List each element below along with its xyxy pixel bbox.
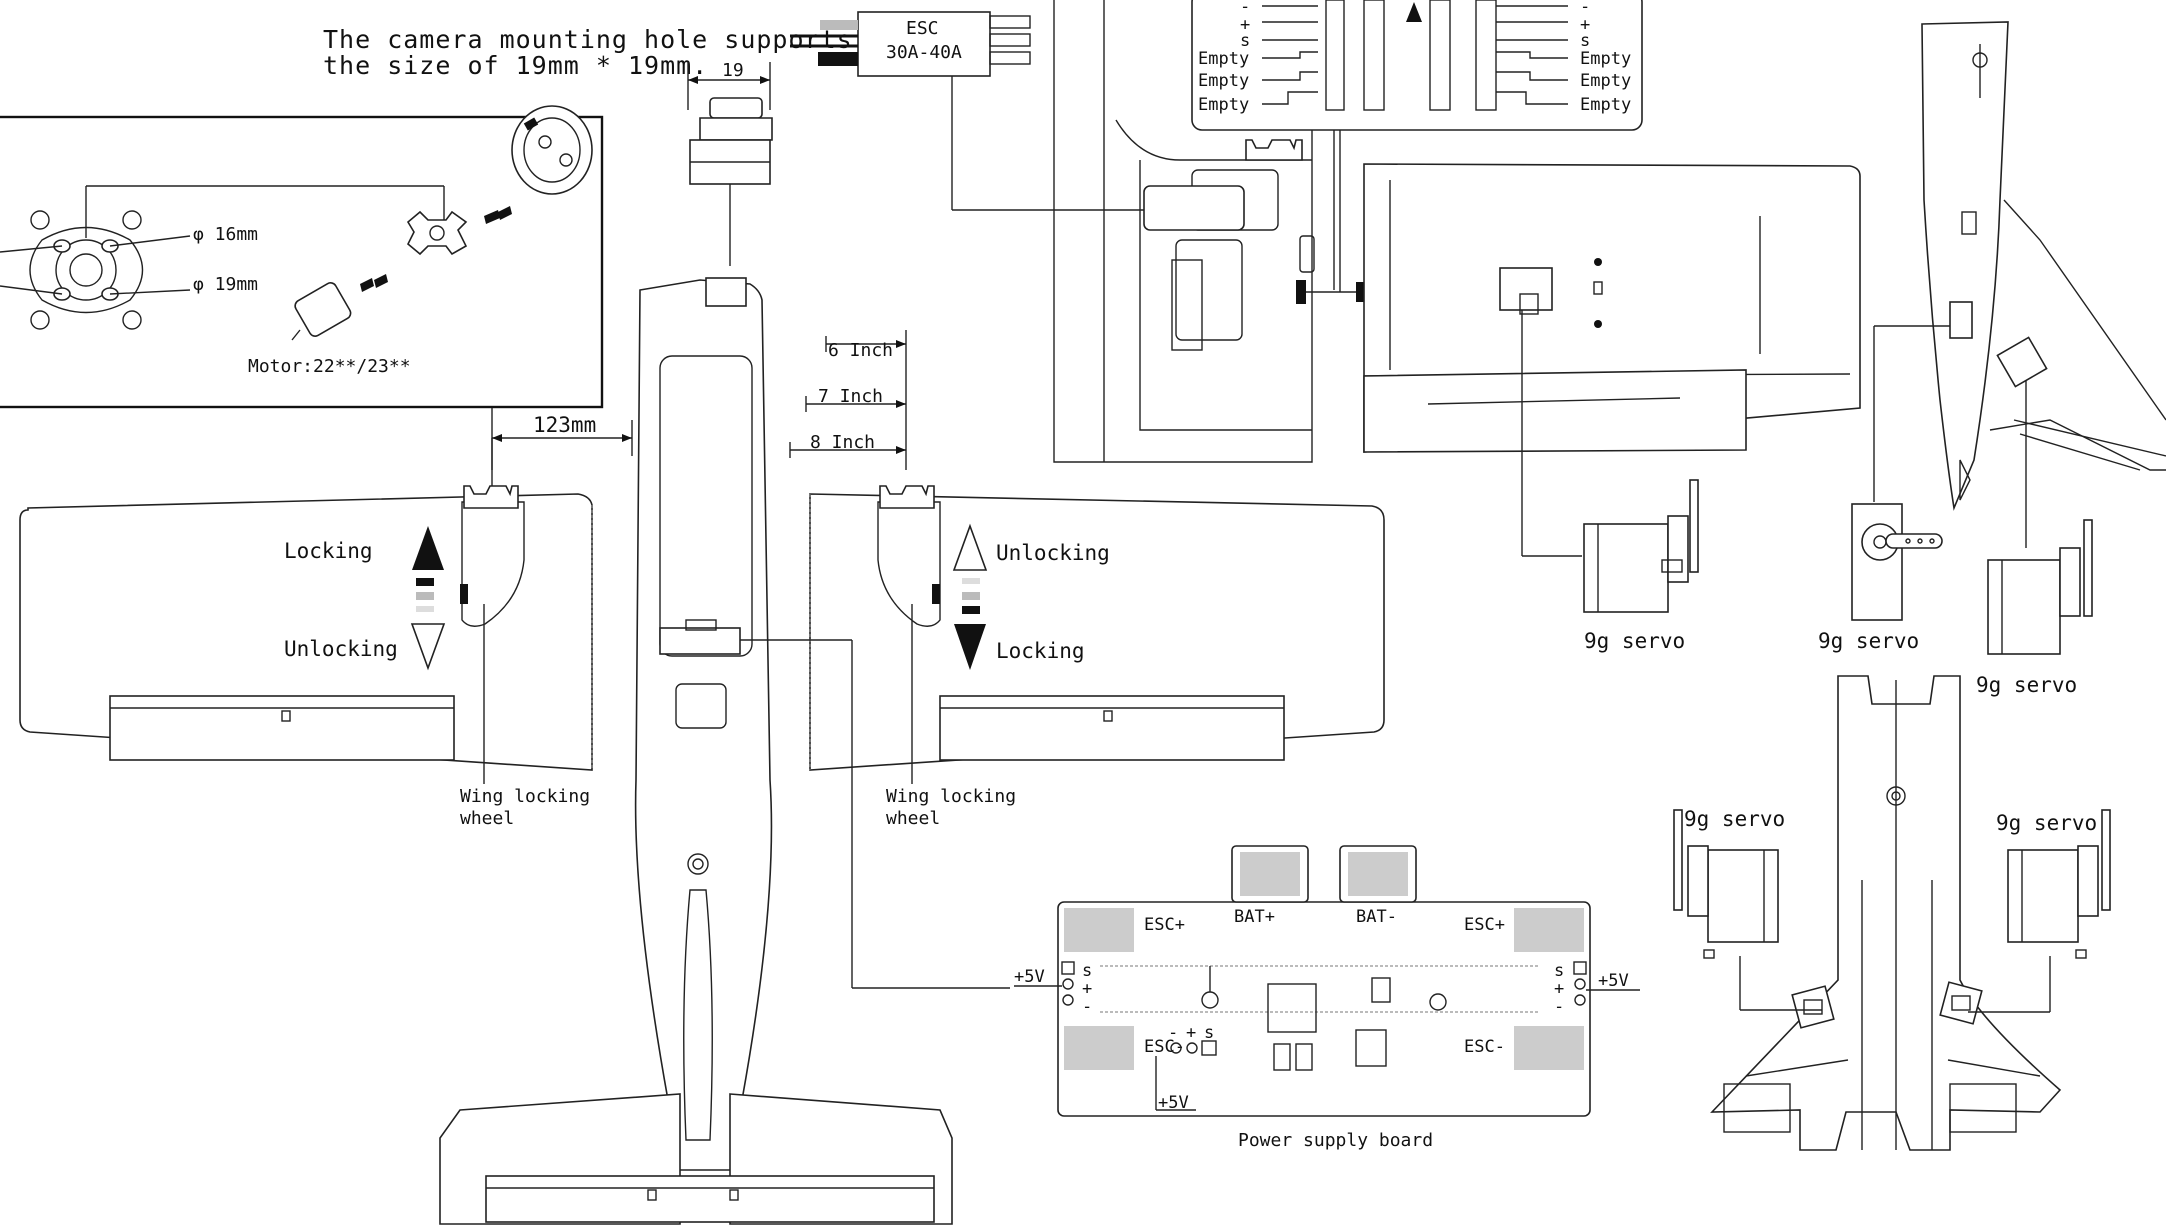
right-wheel-label-line2: wheel <box>886 808 940 829</box>
motor-icon <box>511 105 593 195</box>
right-lock-clip <box>879 485 935 509</box>
rx-empty-2: Empty <box>1198 71 1249 91</box>
fuselage <box>634 279 773 1171</box>
rx-pin-s: s <box>1240 31 1250 51</box>
rx-pin-plus: + <box>1240 15 1250 35</box>
pin-plus-left: + <box>1082 979 1092 999</box>
rx-empty-5: Empty <box>1580 71 1631 91</box>
pin-s-right: s <box>1554 961 1564 981</box>
bat-minus-label: BAT- <box>1356 907 1397 927</box>
servo-icon-2: 9g servo <box>1818 503 1943 653</box>
tail-bottom-view <box>1710 675 2062 1151</box>
v5-left-label: +5V <box>1014 967 1045 987</box>
esc-module: ESC 30A-40A <box>790 11 1154 211</box>
left-unlocking-label: Unlocking <box>284 637 398 661</box>
servo-label-5: 9g servo <box>1996 811 2097 835</box>
servo-label-3: 9g servo <box>1976 673 2077 697</box>
pin-minus-left: - <box>1082 997 1092 1017</box>
right-wheel-label-line1: Wing locking <box>886 786 1016 807</box>
rx-empty-1: Empty <box>1198 49 1249 69</box>
dim-123-label: 123mm <box>533 413 596 437</box>
rx-plus-label: + <box>1186 1023 1196 1043</box>
inch7-label: 7 Inch <box>818 386 883 407</box>
v5-right-label: +5V <box>1598 971 1629 991</box>
servo-icon-3: 9g servo <box>1976 519 2093 697</box>
camera-mount: 19 <box>687 60 773 266</box>
right-unlocking-label: Unlocking <box>996 541 1110 565</box>
rx-empty-6: Empty <box>1580 95 1631 115</box>
bat-plus-label: BAT+ <box>1234 907 1275 927</box>
rx-pin-minus-r: - <box>1580 0 1590 17</box>
dim-123mm: 123mm <box>491 408 633 470</box>
wing-section-servo <box>1363 163 1861 557</box>
camera-note-line1: The camera mounting hole supports <box>323 25 853 54</box>
receiver-pin-box: - + s Empty Empty Empty - + s Empty Empt… <box>1191 0 1643 131</box>
v5-bottom-label: +5V <box>1158 1093 1189 1113</box>
arrow-down-icon <box>410 623 446 671</box>
pin-s-left: s <box>1082 961 1092 981</box>
inch6-label: 6 Inch <box>828 340 893 361</box>
pin-plus-right: + <box>1554 979 1564 999</box>
right-locking-label: Locking <box>996 639 1085 663</box>
motor-mount-plate <box>0 210 191 330</box>
phi19-label: φ 19mm <box>193 274 258 295</box>
rx-minus-label: - <box>1168 1023 1178 1043</box>
servo-label-1: 9g servo <box>1584 629 1685 653</box>
arrow-up-outline-icon <box>952 523 988 571</box>
esc-minus-right-label: ESC- <box>1464 1037 1505 1057</box>
motor-mount-box: φ 16mm φ 19mm Motor:22**/23** <box>0 105 604 409</box>
power-supply-board: BAT+ BAT- ESC+ ESC- ESC+ ESC- s + - s + … <box>1014 845 1640 1151</box>
arrow-up-icon <box>412 526 444 570</box>
servo-icon-5: 9g servo <box>1968 809 2111 1013</box>
rx-s-label: s <box>1204 1023 1214 1043</box>
servo-label-4: 9g servo <box>1684 807 1785 831</box>
rx-pin-minus: - <box>1240 0 1250 17</box>
esc-title: ESC <box>906 18 939 39</box>
left-wheel-label-line1: Wing locking <box>460 786 590 807</box>
rx-pin-plus-r: + <box>1580 15 1590 35</box>
camera-note: The camera mounting hole supports the si… <box>323 25 853 80</box>
receiver-detail: - + s Empty Empty Empty - + s Empty Empt… <box>1053 0 1643 463</box>
rx-pin-s-r: s <box>1580 31 1590 51</box>
inch-dims: 6 Inch 7 Inch 8 Inch <box>789 330 907 470</box>
cross-mount <box>406 210 468 256</box>
airplane-top-view <box>19 277 1385 1225</box>
left-wheel-label-line2: wheel <box>460 808 514 829</box>
right-lock-indicator: Unlocking Locking Wing locking wheel <box>886 523 1110 829</box>
small-motor-icon <box>291 282 352 341</box>
left-lock-indicator: Locking Unlocking Wing locking wheel <box>284 526 590 829</box>
inch8-label: 8 Inch <box>810 432 875 453</box>
rx-empty-4: Empty <box>1580 49 1631 69</box>
esc-plus-right-label: ESC+ <box>1464 915 1505 935</box>
servo-icon-1: 9g servo <box>1583 479 1699 653</box>
fuselage-side-profile <box>1873 21 2166 548</box>
phi16-label: φ 16mm <box>193 224 258 245</box>
esc-plus-left-label: ESC+ <box>1144 915 1185 935</box>
left-lock-clip <box>463 485 519 509</box>
motor-label: Motor:22**/23** <box>248 356 411 377</box>
rx-empty-3: Empty <box>1198 95 1249 115</box>
psb-title: Power supply board <box>1238 1130 1433 1151</box>
arrow-down-filled-icon <box>954 624 986 670</box>
servo-label-2: 9g servo <box>1818 629 1919 653</box>
esc-minus-left-label: ESC- <box>1144 1037 1185 1057</box>
servo-icon-4: 9g servo <box>1673 807 1822 1011</box>
esc-rating: 30A-40A <box>886 42 962 63</box>
pin-minus-right: - <box>1554 997 1564 1017</box>
camera-note-line2: the size of 19mm * 19mm. <box>323 51 708 80</box>
left-locking-label: Locking <box>284 539 373 563</box>
camera-dim-label: 19 <box>722 60 744 81</box>
